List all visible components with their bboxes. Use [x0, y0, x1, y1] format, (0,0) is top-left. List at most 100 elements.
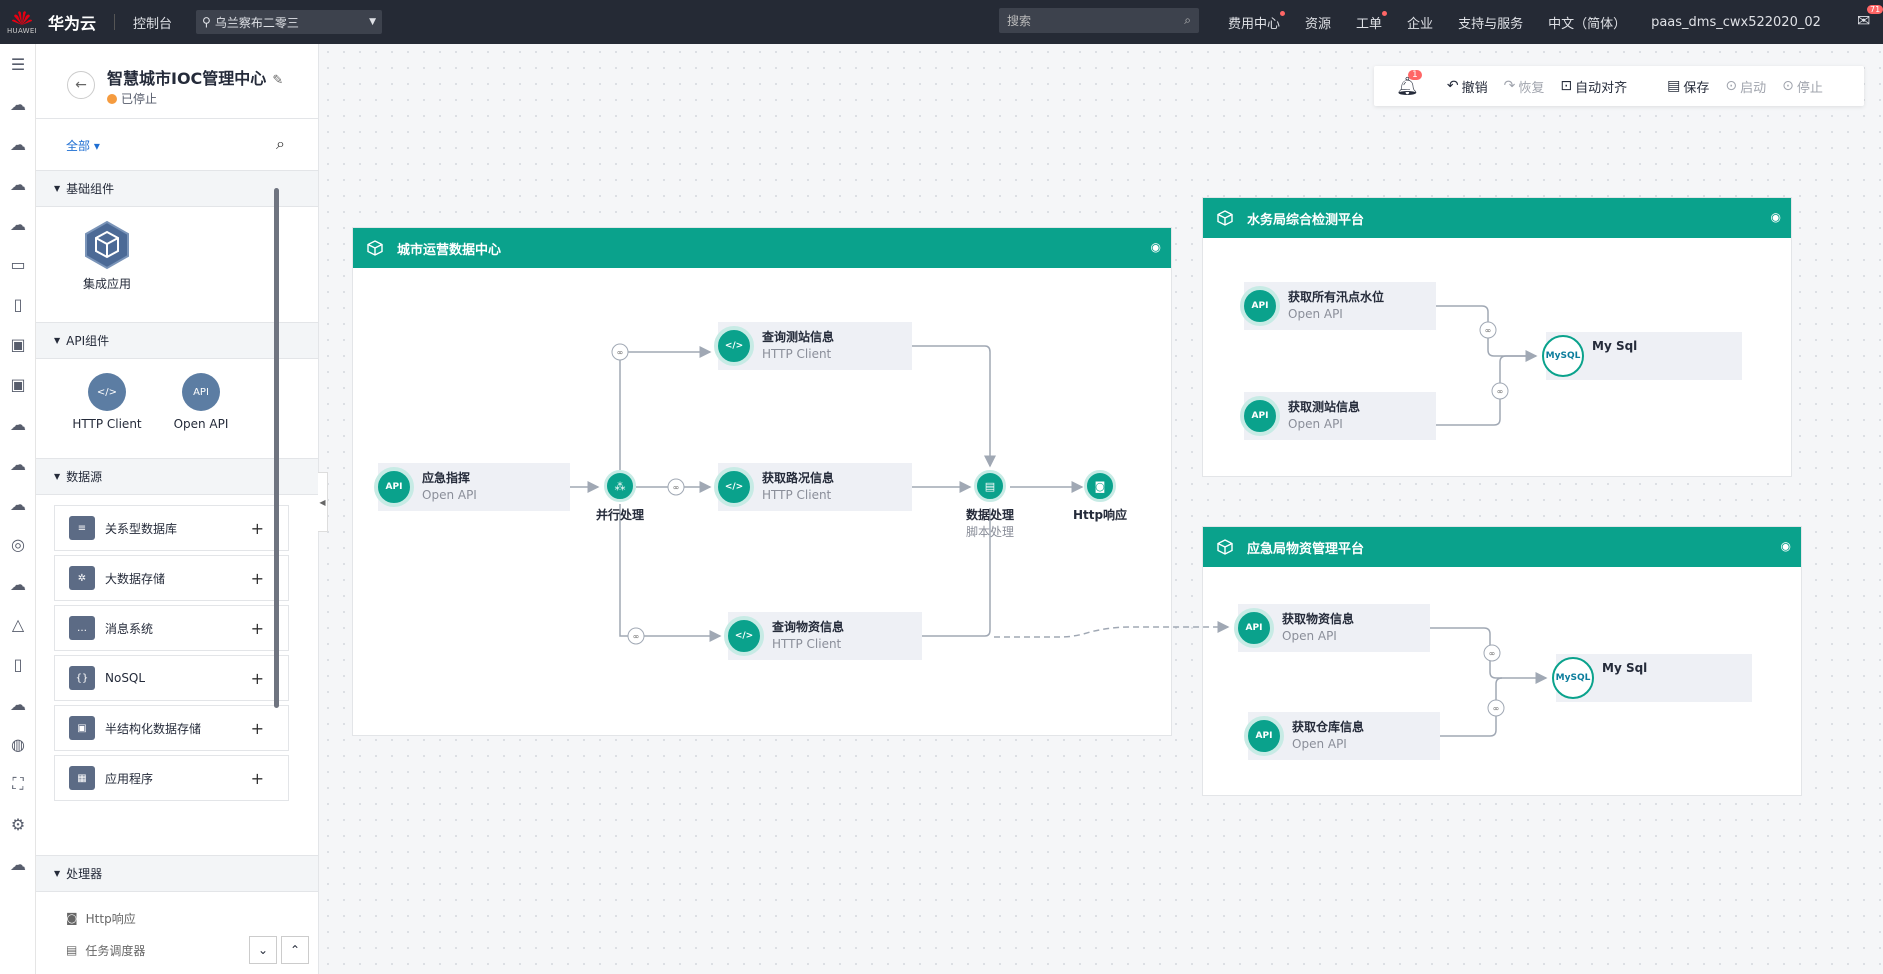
component-label: 集成应用: [82, 277, 131, 291]
node-mysql-emergency[interactable]: MySQL My Sql: [1552, 654, 1752, 702]
group-title: 城市运营数据中心: [397, 242, 502, 258]
add-icon[interactable]: +: [250, 518, 264, 538]
component-open-api[interactable]: API Open API: [154, 373, 248, 458]
auto-align-button[interactable]: ⊡自动对齐: [1560, 77, 1627, 96]
category-dropdown[interactable]: 全部 ▾: [66, 139, 100, 153]
notification-bell-icon[interactable]: 🔔︎1: [1396, 69, 1422, 97]
datasource-relational-db[interactable]: ≡关系型数据库+: [54, 505, 289, 551]
add-icon[interactable]: +: [250, 718, 264, 738]
chat-icon[interactable]: ▣: [10, 334, 26, 354]
processor-http-response[interactable]: ◙Http响应: [66, 902, 318, 934]
section-api-components[interactable]: API组件: [36, 323, 318, 359]
search-icon[interactable]: ⌕: [276, 134, 285, 153]
node-parallel[interactable]: ⁂ 并行处理: [580, 470, 660, 523]
scan-icon[interactable]: ⛶: [12, 774, 24, 793]
brand-name[interactable]: 华为云: [48, 14, 97, 33]
collapse-all-button[interactable]: ⌃: [281, 936, 309, 964]
cloud-service-icon[interactable]: ☁: [10, 414, 26, 434]
cloud-service-icon[interactable]: ☁: [10, 694, 26, 714]
add-icon[interactable]: +: [250, 618, 264, 638]
document-icon[interactable]: ▯: [13, 654, 23, 674]
datasource-application[interactable]: ▦应用程序+: [54, 755, 289, 801]
stop-button[interactable]: ⊙停止: [1782, 77, 1823, 96]
cloud-service-icon[interactable]: ☁: [10, 854, 26, 874]
nav-username[interactable]: paas_dms_cwx522020_02: [1651, 14, 1821, 30]
node-http-response[interactable]: ◙ Http响应: [1060, 470, 1140, 523]
eye-icon[interactable]: ◉: [1150, 240, 1161, 254]
network-icon[interactable]: ◎: [11, 534, 25, 554]
add-icon[interactable]: +: [250, 568, 264, 588]
cloud-service-icon[interactable]: ☁: [10, 574, 26, 594]
node-data-processing[interactable]: ▤ 数据处理 脚本处理: [950, 470, 1030, 540]
cloud-service-icon[interactable]: ☁: [10, 494, 26, 514]
alert-icon[interactable]: △: [11, 614, 25, 634]
redo-label: 恢复: [1518, 80, 1545, 96]
region-selector[interactable]: ⚲ 乌兰察布二零三 ▼: [196, 10, 383, 34]
global-search-input[interactable]: 搜索 ⌕: [999, 8, 1199, 33]
menu-icon[interactable]: ☰: [10, 54, 26, 74]
node-title: My Sql: [1602, 661, 1648, 675]
terminal-icon[interactable]: ▭: [10, 254, 26, 274]
add-icon[interactable]: +: [250, 768, 264, 788]
node-title: 并行处理: [595, 508, 644, 522]
align-icon: ⊡: [1560, 78, 1573, 94]
section-datasource[interactable]: 数据源: [36, 459, 318, 495]
component-http-client[interactable]: </> HTTP Client: [60, 373, 154, 458]
nav-support[interactable]: 支持与服务: [1458, 16, 1524, 32]
expand-all-button[interactable]: ⌄: [249, 936, 277, 964]
cloud-service-icon[interactable]: ☁: [10, 214, 26, 234]
settings-icon[interactable]: ⚙: [10, 814, 26, 834]
cloud-service-icon[interactable]: ☁: [10, 134, 26, 154]
component-integration-app[interactable]: 集成应用: [60, 220, 154, 322]
redo-button[interactable]: ↷恢复: [1504, 77, 1545, 96]
node-mysql-water[interactable]: MySQL My Sql: [1542, 332, 1742, 380]
node-title: 获取测站信息: [1288, 400, 1361, 414]
cloud-service-icon[interactable]: ☁: [10, 94, 26, 114]
floppy-icon: ▣: [69, 716, 95, 740]
document-icon[interactable]: ▯: [13, 294, 23, 314]
huawei-logo[interactable]: HUAWEI: [0, 0, 44, 44]
arrow-left-icon: ←: [75, 77, 87, 93]
nav-billing[interactable]: 费用中心: [1228, 10, 1286, 32]
section-basic-components[interactable]: 基础组件: [36, 171, 318, 207]
datasource-bigdata[interactable]: ✲大数据存储+: [54, 555, 289, 601]
eye-icon[interactable]: ◉: [1770, 210, 1781, 224]
processor-task-scheduler[interactable]: ▤任务调度器: [66, 934, 318, 966]
monitor-icon[interactable]: ◍: [11, 734, 25, 754]
cloud-service-icon[interactable]: ☁: [10, 174, 26, 194]
message-icon[interactable]: ▣: [10, 374, 26, 394]
collapse-panel-button[interactable]: ◀: [318, 472, 328, 532]
open-api-icon: API: [1240, 286, 1280, 326]
section-processor[interactable]: 处理器: [36, 856, 318, 892]
nav-resources[interactable]: 资源: [1305, 16, 1332, 32]
nav-tickets[interactable]: 工单: [1356, 10, 1388, 32]
console-link[interactable]: 控制台: [133, 16, 173, 32]
nav-enterprise[interactable]: 企业: [1407, 16, 1434, 32]
node-subtitle: HTTP Client: [772, 637, 842, 651]
undo-button[interactable]: ↶撤销: [1447, 77, 1488, 96]
save-button[interactable]: ▤保存: [1667, 77, 1709, 96]
calendar-icon: ▤: [66, 943, 78, 957]
datasource-message[interactable]: …消息系统+: [54, 605, 289, 651]
edit-pencil-icon[interactable]: ✎: [272, 73, 284, 88]
cloud-service-icon[interactable]: ☁: [10, 454, 26, 474]
panel-scrollbar[interactable]: [274, 188, 279, 708]
nav-language[interactable]: 中文（简体）: [1548, 16, 1627, 32]
mail-icon[interactable]: ✉71: [1857, 5, 1883, 30]
bell-badge: 1: [1408, 69, 1422, 80]
start-button[interactable]: ⊙启动: [1725, 77, 1766, 96]
datasource-semistructured[interactable]: ▣半结构化数据存储+: [54, 705, 289, 751]
search-icon[interactable]: ⌕: [1184, 13, 1191, 27]
add-icon[interactable]: +: [250, 668, 264, 688]
eye-icon[interactable]: ◉: [1780, 539, 1791, 553]
datasource-nosql[interactable]: {}NoSQL+: [54, 655, 289, 701]
back-button[interactable]: ←: [67, 71, 95, 99]
